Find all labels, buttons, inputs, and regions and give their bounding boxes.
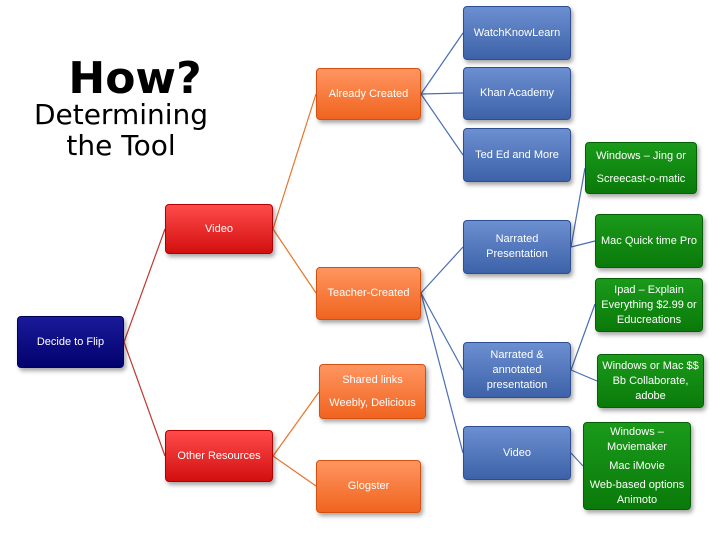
connector-decide-other	[123, 341, 166, 457]
node-video-teacher[interactable]: Video	[463, 426, 571, 480]
node-label-line2: Weebly, Delicious	[329, 396, 416, 409]
node-label: Narrated Presentation	[486, 233, 548, 260]
node-label: Teacher-Created	[327, 287, 410, 299]
node-label: Windows or Mac $$ Bb Collaborate, adobe	[602, 359, 699, 402]
node-label: Decide to Flip	[36, 335, 105, 348]
node-windows-jing[interactable]: Windows – Jing or Screecast-o-matic	[585, 142, 697, 194]
node-already-created[interactable]: Already Created	[316, 68, 421, 120]
connector-narrated-mac	[570, 240, 596, 248]
node-label-line2: Screecast-o-matic	[596, 173, 686, 185]
node-label-line3: Mac iMovie	[609, 459, 665, 472]
connector-video-already	[272, 93, 317, 230]
node-label: Glogster	[347, 480, 390, 492]
title-subtitle: Determining the Tool	[30, 99, 212, 161]
node-video-tools[interactable]: Windows – Moviemaker Mac iMovie Web-base…	[583, 422, 691, 510]
node-label: Other Resources	[177, 449, 261, 462]
title-line-determining: Determining	[33, 98, 209, 131]
node-label-line1: Windows – Jing or	[596, 150, 686, 162]
node-video[interactable]: Video	[165, 204, 273, 254]
node-label-line2: Moviemaker	[607, 440, 667, 453]
title-how: How?	[68, 53, 202, 104]
node-teacher-created[interactable]: Teacher-Created	[316, 267, 421, 320]
node-label: Narrated & annotated presentation	[486, 348, 548, 391]
node-windows-mac-bb[interactable]: Windows or Mac $$ Bb Collaborate, adobe	[597, 354, 704, 408]
node-label: Ted Ed and More	[475, 148, 559, 161]
node-label-line5: Animoto	[616, 493, 658, 506]
node-label: Video	[503, 446, 531, 459]
connector-narrated-jing	[570, 167, 586, 248]
node-shared-links[interactable]: Shared links Weebly, Delicious	[319, 364, 426, 419]
node-ipad-explain[interactable]: Ipad – Explain Everything $2.99 or Educr…	[595, 278, 703, 332]
node-glogster[interactable]: Glogster	[316, 460, 421, 513]
connector-other-shared	[272, 391, 320, 457]
node-khan-academy[interactable]: Khan Academy	[463, 67, 571, 120]
node-narrated-presentation[interactable]: Narrated Presentation	[463, 220, 571, 274]
connector-video-teacher	[272, 228, 317, 294]
connector-annotated-ipad	[570, 303, 596, 371]
node-label: Khan Academy	[480, 87, 554, 99]
node-watchknowlearn[interactable]: WatchKnowLearn	[463, 6, 571, 60]
connector-decide-video	[123, 228, 166, 343]
node-label-line1: Windows –	[610, 425, 664, 438]
connector-already-wkl	[420, 32, 464, 95]
node-label-line4: Web-based options	[589, 478, 685, 491]
connector-already-khan	[420, 92, 464, 95]
connector-teacher-annotated	[420, 292, 464, 371]
connector-already-ted	[420, 93, 464, 156]
node-label: WatchKnowLearn	[473, 26, 561, 39]
connector-teacher-video	[420, 292, 464, 454]
node-decide-to-flip[interactable]: Decide to Flip	[17, 316, 124, 368]
node-label: Ipad – Explain Everything $2.99 or Educr…	[601, 283, 697, 326]
node-mac-quicktime[interactable]: Mac Quick time Pro	[595, 214, 703, 268]
node-label: Mac Quick time Pro	[601, 234, 697, 247]
node-label: Video	[205, 222, 233, 235]
connector-annotated-bb	[570, 369, 598, 382]
title-line-the-tool: the Tool	[66, 129, 176, 162]
node-label: Already Created	[328, 87, 409, 100]
node-narrated-annotated[interactable]: Narrated & annotated presentation	[463, 342, 571, 398]
node-other-resources[interactable]: Other Resources	[165, 430, 273, 482]
node-ted-ed[interactable]: Ted Ed and More	[463, 128, 571, 182]
connector-other-glogster	[272, 455, 317, 487]
node-label-line1: Shared links	[342, 373, 403, 386]
connector-teacher-narrated	[420, 246, 464, 294]
connector-video-tools	[570, 452, 584, 467]
